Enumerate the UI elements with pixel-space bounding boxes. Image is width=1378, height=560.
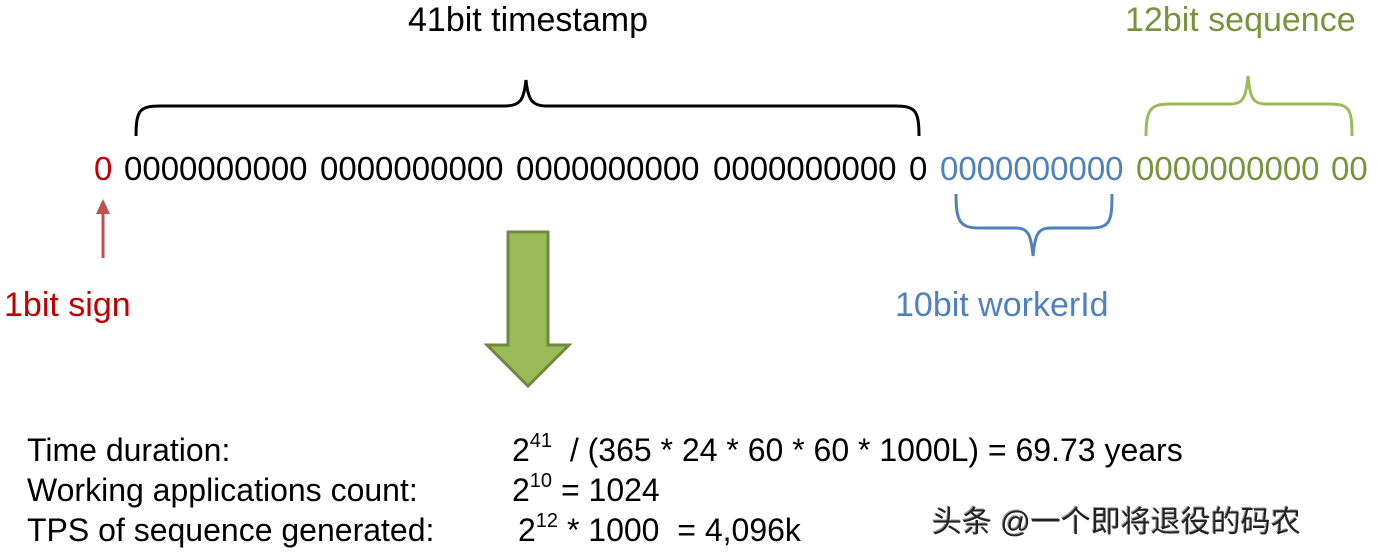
calc-value-tps: 212 * 1000 = 4,096k — [518, 510, 801, 548]
sign-bit: 0 — [94, 150, 113, 187]
timestamp-bits-2: 0000000000 — [320, 150, 504, 187]
sequence-label: 12bit sequence — [1125, 1, 1356, 39]
sign-arrow-icon — [96, 199, 110, 258]
sign-label: 1bit sign — [4, 286, 131, 324]
calc-label-time: Time duration: — [27, 432, 231, 468]
calc-value-time: 241 / (365 * 24 * 60 * 60 * 1000L) = 69.… — [512, 430, 1183, 468]
timestamp-bits-1: 0000000000 — [124, 150, 308, 187]
sequence-bits-2: 00 — [1331, 150, 1368, 187]
watermark: 头条 @一个即将退役的码农 — [932, 506, 1301, 539]
calc-value-workers: 210 = 1024 — [512, 470, 660, 508]
timestamp-label: 41bit timestamp — [408, 1, 648, 39]
timestamp-bits-5: 0 — [909, 150, 928, 187]
calc-label-tps: TPS of sequence generated: — [27, 512, 435, 548]
timestamp-bits-3: 0000000000 — [516, 150, 700, 187]
sequence-brace — [1144, 75, 1354, 137]
worker-label: 10bit workerId — [895, 286, 1109, 324]
worker-bits: 0000000000 — [940, 150, 1124, 187]
calc-label-workers: Working applications count: — [27, 472, 418, 508]
timestamp-bits-4: 0000000000 — [713, 150, 897, 187]
sequence-bits-1: 0000000000 — [1136, 150, 1320, 187]
down-arrow-icon — [483, 230, 573, 389]
worker-brace — [954, 193, 1114, 257]
timestamp-brace — [134, 79, 921, 137]
